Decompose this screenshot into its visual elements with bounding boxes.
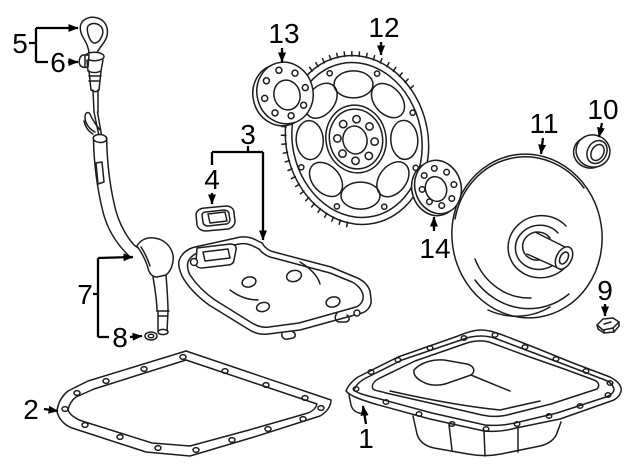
callout-13-label: 13 <box>268 18 299 49</box>
drain-plug-gasket <box>597 318 619 333</box>
callout-4: 4 <box>204 164 220 204</box>
callout-6: 6 <box>50 47 78 78</box>
torque-converter <box>441 144 612 327</box>
callout-5: 5 <box>12 28 78 62</box>
callout-3-label: 3 <box>240 119 256 150</box>
oil-level-dipstick <box>79 17 107 136</box>
callout-7-label: 7 <box>77 279 93 310</box>
callout-12-label: 12 <box>368 12 399 43</box>
callout-2-label: 2 <box>23 394 39 425</box>
callout-8-label: 8 <box>112 322 128 353</box>
callout-10: 10 <box>587 94 618 137</box>
transmission-oil-pan <box>346 330 621 456</box>
callout-14: 14 <box>419 217 450 264</box>
callout-1-label: 1 <box>358 423 374 454</box>
callout-9: 9 <box>597 275 613 316</box>
callout-11-label: 11 <box>529 108 558 139</box>
front-pump-oil-seal <box>570 131 614 172</box>
oil-pan-gasket <box>57 351 331 456</box>
callout-9-label: 9 <box>597 275 613 306</box>
callout-11: 11 <box>529 108 558 154</box>
callout-5-label: 5 <box>12 28 28 59</box>
callout-14-label: 14 <box>419 233 450 264</box>
tube-o-ring <box>145 332 157 340</box>
oil-strainer <box>179 237 371 339</box>
callout-8: 8 <box>112 322 142 353</box>
callout-2: 2 <box>23 394 58 425</box>
callout-13: 13 <box>268 18 299 62</box>
callout-10-label: 10 <box>587 94 618 125</box>
callout-12: 12 <box>368 12 399 55</box>
callout-6-label: 6 <box>50 47 66 78</box>
strainer-gasket <box>196 206 235 231</box>
callout-4-label: 4 <box>204 164 220 195</box>
